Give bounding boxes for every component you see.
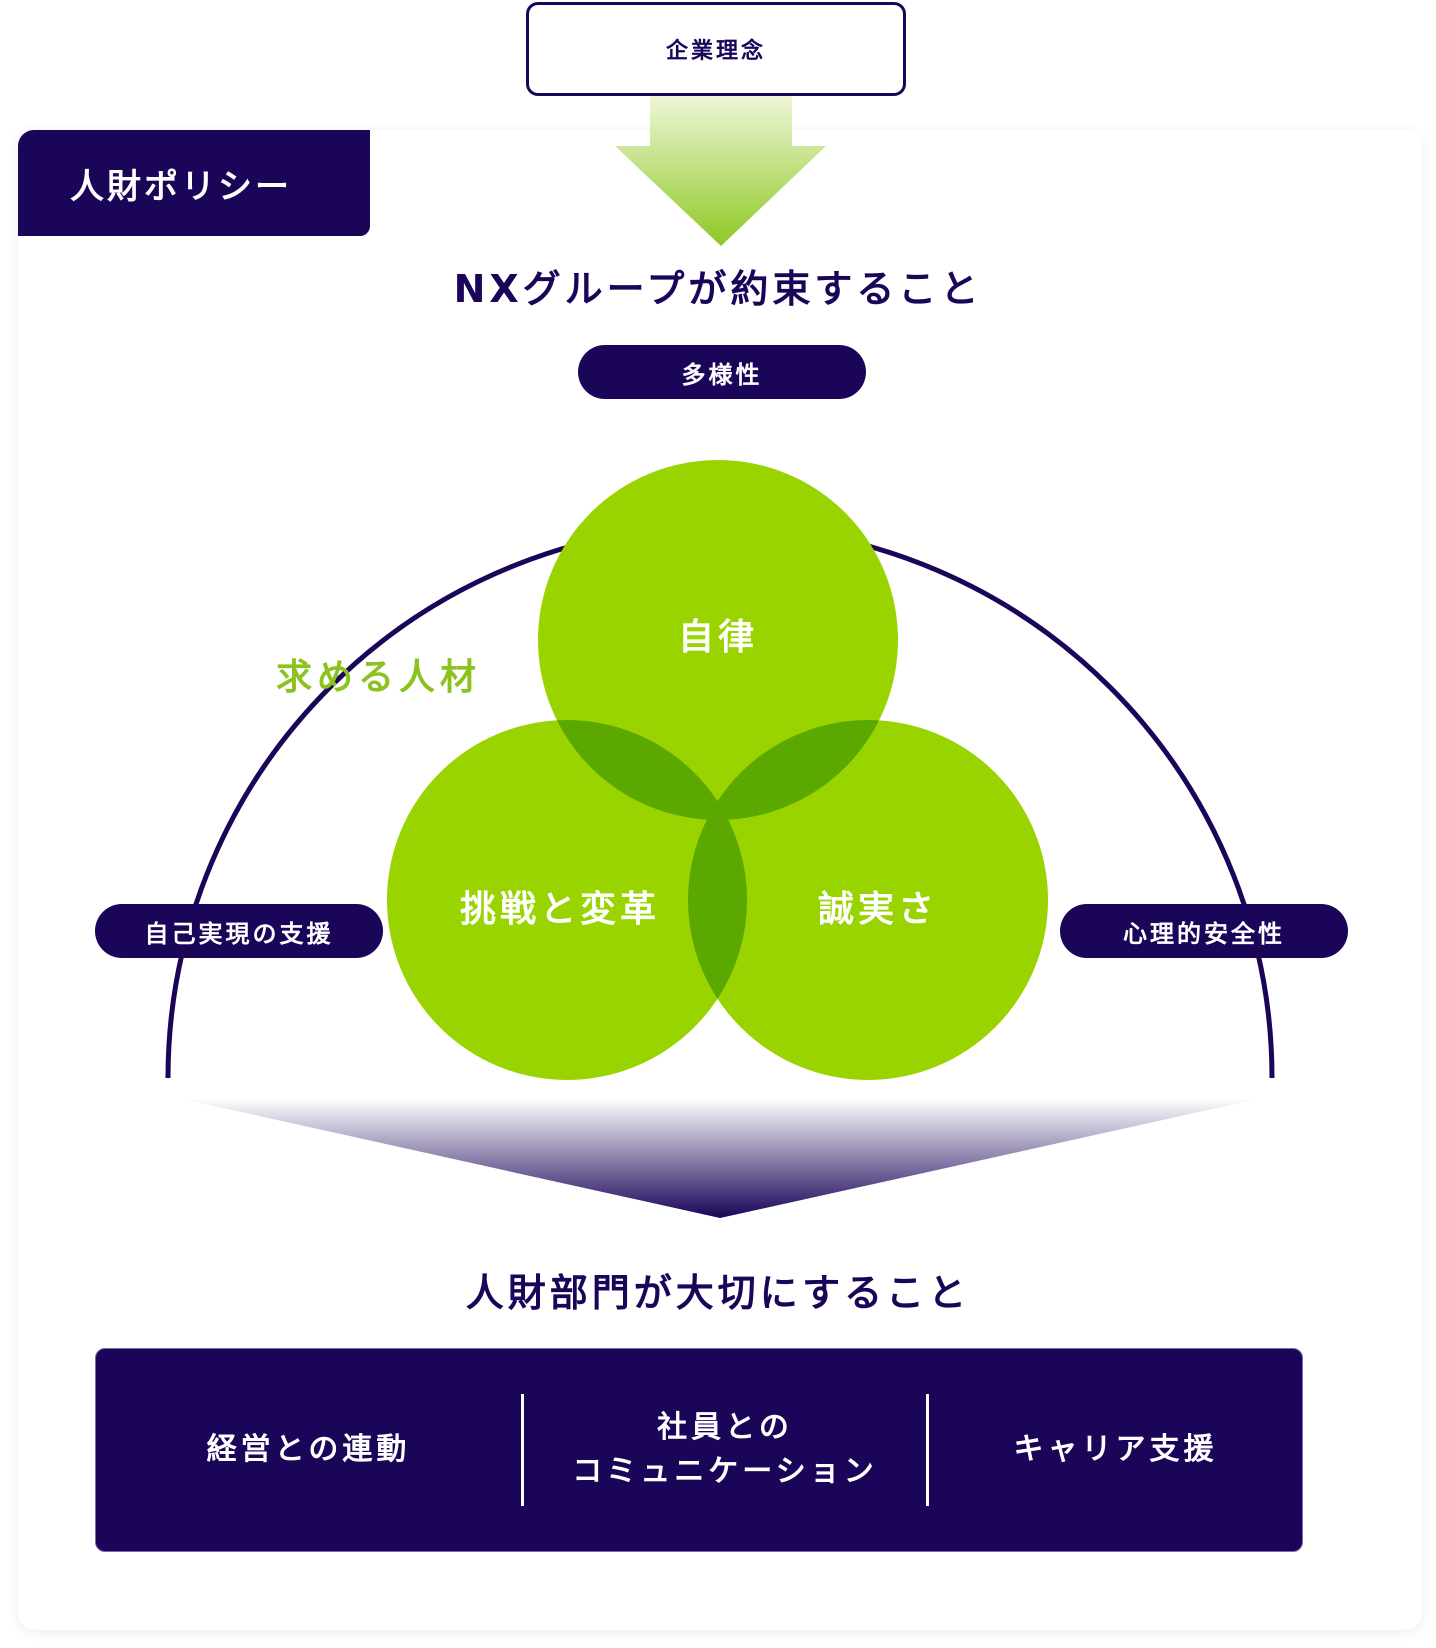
philosophy-label: 企業理念 bbox=[665, 39, 766, 64]
pill-self-realization-label: 自己実現の支援 bbox=[144, 919, 334, 948]
down-arrow-green bbox=[615, 96, 826, 246]
pill-psychological-safety: 心理的安全性 bbox=[1060, 904, 1348, 958]
wanted-people-label: 求める人材 bbox=[276, 657, 482, 698]
hr-item-management: 経営との連動 bbox=[96, 1428, 521, 1472]
philosophy-box: 企業理念 bbox=[526, 2, 906, 96]
pill-psychological-safety-label: 心理的安全性 bbox=[1123, 919, 1285, 948]
policy-tab-label: 人財ポリシー bbox=[70, 166, 292, 207]
pill-diversity-label: 多様性 bbox=[681, 360, 763, 389]
hr-item-communication-line1: 社員との bbox=[657, 1410, 793, 1445]
circle-autonomy bbox=[538, 460, 898, 820]
divider bbox=[926, 1394, 929, 1506]
circle-challenge bbox=[387, 720, 747, 1080]
pill-self-realization: 自己実現の支援 bbox=[95, 904, 383, 958]
hr-item-career: キャリア支援 bbox=[929, 1428, 1302, 1472]
funnel-arrow bbox=[178, 1098, 1262, 1218]
hr-item-communication: 社員との コミュニケーション bbox=[524, 1406, 926, 1494]
promise-heading: NXグループが約束すること bbox=[453, 267, 983, 311]
circle-autonomy-label: 自律 bbox=[677, 617, 758, 658]
circle-integrity bbox=[688, 720, 1048, 1080]
policy-tab: 人財ポリシー bbox=[18, 130, 370, 236]
circle-integrity-label: 誠実さ bbox=[817, 889, 938, 930]
hr-heading: 人財部門が大切にすること bbox=[465, 1271, 971, 1315]
circle-challenge-label: 挑戦と変革 bbox=[459, 889, 660, 930]
divider bbox=[521, 1394, 524, 1506]
hr-priorities-box: 経営との連動 社員との コミュニケーション キャリア支援 bbox=[95, 1348, 1303, 1552]
pill-diversity: 多様性 bbox=[578, 345, 866, 399]
hr-item-management-line1: 経営との連動 bbox=[206, 1432, 411, 1467]
hr-item-communication-line2: コミュニケーション bbox=[572, 1454, 878, 1489]
hr-item-career-line1: キャリア支援 bbox=[1013, 1432, 1218, 1467]
